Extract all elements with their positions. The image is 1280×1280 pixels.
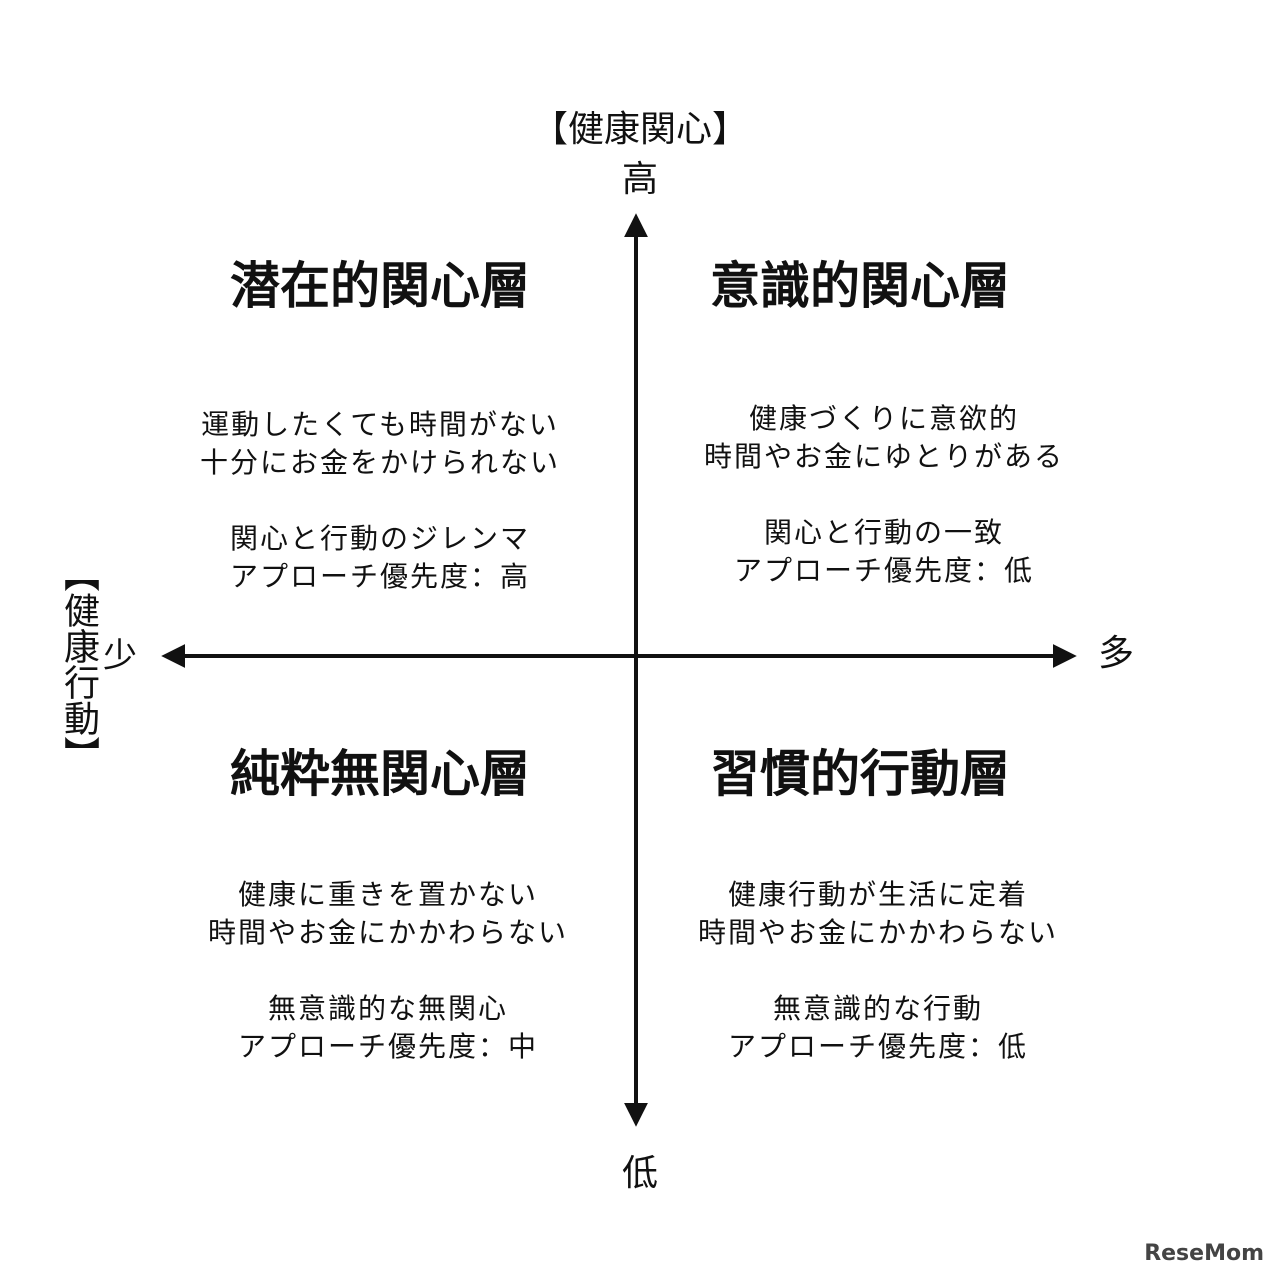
desc-line: 無意識的な行動 (772, 992, 983, 1025)
quadrant-note-top-right: 関心と行動の一致 アプローチ優先度：低 (624, 514, 1144, 590)
quadrant-title-top-right: 意識的関心層 (710, 257, 1010, 315)
desc-line: 健康に重きを置かない (237, 878, 538, 911)
desc-line: アプローチ優先度：低 (733, 554, 1034, 587)
quadrant-desc-bottom-left: 健康に重きを置かない 時間やお金にかかわらない (128, 876, 648, 952)
quadrant-note-bottom-left: 無意識的な無関心 アプローチ優先度：中 (128, 990, 648, 1066)
horizontal-axis-high-label: 多 (1097, 633, 1134, 674)
quadrant-title-bottom-left: 純粋無関心層 (230, 745, 530, 803)
desc-line: 時間やお金にゆとりがある (703, 440, 1064, 473)
vertical-axis-high-label: 高 (621, 159, 658, 200)
desc-line: アプローチ優先度：中 (237, 1030, 538, 1063)
desc-line: 関心と行動のジレンマ (229, 522, 530, 555)
desc-line: 健康行動が生活に定着 (727, 878, 1028, 911)
horizontal-axis-title: 【健康行動】 (58, 556, 99, 772)
desc-line: 無意識的な無関心 (267, 992, 508, 1025)
desc-line: アプローチ優先度：低 (727, 1030, 1028, 1063)
quadrant-desc-bottom-right: 健康行動が生活に定着 時間やお金にかかわらない (618, 876, 1138, 952)
desc-line: 十分にお金をかけられない (199, 446, 560, 479)
quadrant-title-bottom-right: 習慣的行動層 (710, 745, 1010, 803)
quadrant-title-top-left: 潜在的関心層 (230, 257, 530, 315)
desc-line: 時間やお金にかかわらない (697, 916, 1058, 949)
resemom-watermark: ReseMom (1144, 1241, 1264, 1266)
desc-line: アプローチ優先度：高 (229, 560, 530, 593)
quadrant-note-top-left: 関心と行動のジレンマ アプローチ優先度：高 (120, 520, 640, 596)
quadrant-desc-top-left: 運動したくても時間がない 十分にお金をかけられない (120, 406, 640, 482)
quadrant-desc-top-right: 健康づくりに意欲的 時間やお金にゆとりがある (624, 400, 1144, 476)
desc-line: 運動したくても時間がない (201, 408, 559, 441)
desc-line: 関心と行動の一致 (763, 516, 1004, 549)
vertical-axis-title: 【健康関心】 (531, 109, 748, 150)
horizontal-axis-low-label: 少 (103, 636, 137, 676)
vertical-axis-low-label: 低 (621, 1153, 658, 1194)
quadrant-note-bottom-right: 無意識的な行動 アプローチ優先度：低 (618, 990, 1138, 1066)
desc-line: 健康づくりに意欲的 (748, 402, 1019, 435)
desc-line: 時間やお金にかかわらない (207, 916, 568, 949)
